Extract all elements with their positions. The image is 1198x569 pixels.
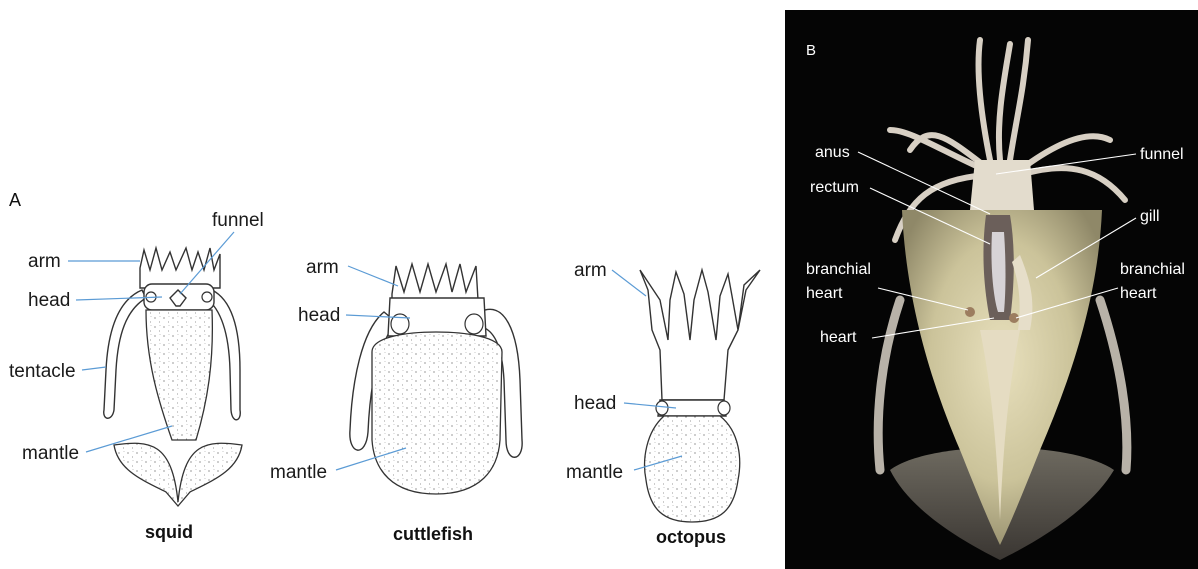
octopus-arms	[640, 270, 760, 400]
octopus-drawing	[640, 270, 760, 522]
squid-mantle-shape	[146, 310, 212, 440]
panel-b-letter: B	[806, 42, 816, 59]
squid-mantle-label: mantle	[22, 443, 79, 464]
cuttlefish-arm-pointer	[348, 266, 398, 286]
squid-caption: squid	[145, 522, 193, 542]
cuttlefish-arms	[392, 264, 478, 300]
squid-tentacle-label: tentacle	[9, 361, 76, 382]
cuttlefish-mantle-shape	[372, 332, 502, 494]
cuttlefish-head-label: head	[298, 305, 340, 326]
squid-left-tentacle	[104, 290, 146, 418]
octopus-head-label: head	[574, 393, 616, 414]
squid-eye	[202, 292, 212, 302]
branchial-heart-right-label-line2: heart	[1120, 285, 1157, 302]
squid-arm-label: arm	[28, 251, 61, 272]
squid-tentacle-pointer	[82, 367, 106, 370]
octopus-mantle-shape	[645, 416, 740, 522]
squid-drawing	[104, 248, 242, 506]
octopus-arm-label: arm	[574, 260, 607, 281]
octopus-mantle-label: mantle	[566, 462, 623, 483]
branchial-heart-left-label-line2: heart	[806, 285, 843, 302]
octopus-eye	[656, 401, 668, 415]
funnel-label: funnel	[1140, 146, 1184, 163]
octopus-caption: octopus	[656, 527, 726, 547]
anus-label: anus	[815, 144, 850, 161]
branchial-heart-left-label-line1: branchial	[806, 261, 871, 278]
cuttlefish-mantle-label: mantle	[270, 462, 327, 483]
squid-arms	[140, 248, 220, 288]
gill-label: gill	[1140, 208, 1160, 225]
rectum-label: rectum	[810, 179, 859, 196]
cuttlefish-caption: cuttlefish	[393, 524, 473, 544]
panel-a-letter: A	[9, 190, 21, 210]
branchial-heart-right-label-line1: branchial	[1120, 261, 1185, 278]
octopus-eye	[718, 401, 730, 415]
heart-label: heart	[820, 329, 857, 346]
cuttlefish-drawing	[350, 264, 522, 494]
panel-a: A arm funnel head tentacle mantle	[9, 190, 760, 547]
cuttlefish-arm-label: arm	[306, 257, 339, 278]
squid-funnel-label: funnel	[212, 210, 264, 231]
squid-head-label: head	[28, 290, 70, 311]
squid-fin	[114, 443, 242, 506]
panel-b: B	[785, 10, 1198, 569]
cuttlefish-eye	[465, 314, 483, 334]
